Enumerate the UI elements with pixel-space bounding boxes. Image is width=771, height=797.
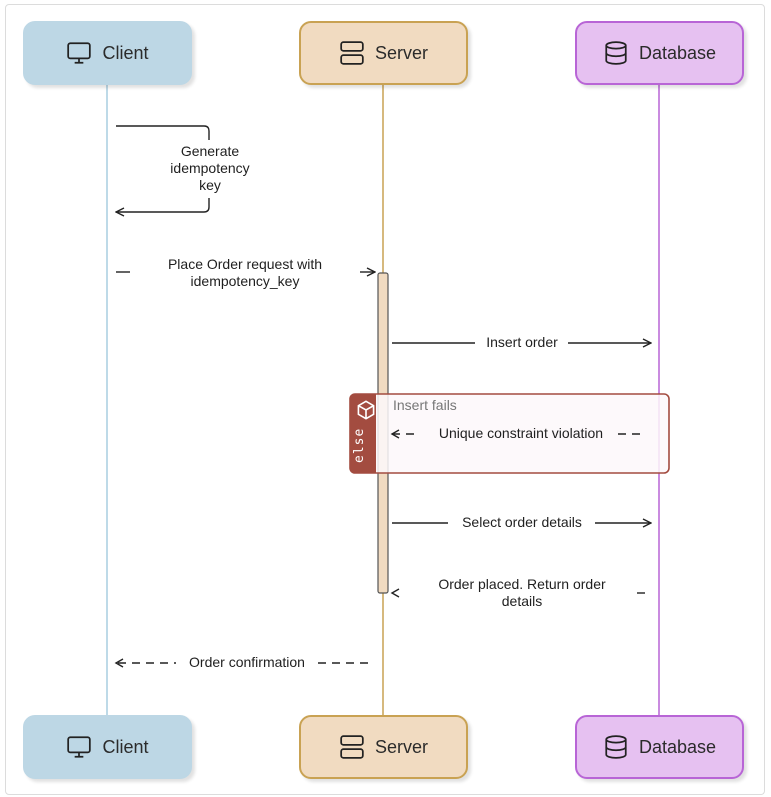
actor-server-top[interactable]: Server bbox=[299, 21, 468, 85]
unique-violation-arrowhead bbox=[390, 429, 400, 439]
message-label-order-placed: Order placed. Return order details bbox=[415, 576, 629, 610]
message-label-select-order: Select order details bbox=[450, 514, 594, 531]
actor-label: Client bbox=[102, 42, 149, 63]
confirmation-arrowhead bbox=[114, 658, 124, 668]
server-icon bbox=[339, 734, 365, 760]
label-line: Order placed. Return order bbox=[438, 576, 606, 592]
actor-label: Database bbox=[638, 42, 717, 63]
monitor-icon bbox=[66, 734, 92, 760]
actor-label: Database bbox=[638, 736, 717, 757]
label-line: idempotency_key bbox=[190, 273, 300, 289]
message-label-generate-key: Generate idempotency key bbox=[158, 143, 262, 194]
database-icon bbox=[603, 40, 629, 66]
actor-database-top[interactable]: Database bbox=[575, 21, 744, 85]
actor-label: Client bbox=[102, 736, 149, 757]
label-line: key bbox=[199, 177, 221, 193]
else-fragment-tag bbox=[350, 394, 376, 473]
cube-icon bbox=[357, 400, 375, 420]
order-placed-arrowhead bbox=[390, 588, 400, 598]
label-line: Place Order request with bbox=[167, 256, 323, 272]
actor-client-top[interactable]: Client bbox=[23, 21, 192, 85]
actor-label: Server bbox=[374, 42, 428, 63]
actor-label: Server bbox=[374, 736, 428, 757]
message-label-unique-violation: Unique constraint violation bbox=[438, 425, 604, 441]
server-icon bbox=[339, 40, 365, 66]
message-label-insert-order: Insert order bbox=[478, 334, 566, 351]
message-label-place-order: Place Order request with idempotency_key bbox=[140, 256, 350, 290]
database-icon bbox=[603, 734, 629, 760]
actor-server-bottom[interactable]: Server bbox=[299, 715, 468, 779]
else-operator-label: else bbox=[352, 427, 367, 463]
message-label-order-confirmation: Order confirmation bbox=[178, 654, 316, 671]
label-line: details bbox=[501, 593, 543, 609]
self-message-arrow bbox=[116, 125, 210, 212]
actor-client-bottom[interactable]: Client bbox=[23, 715, 192, 779]
fragment-condition: Insert fails bbox=[393, 397, 457, 413]
label-line: Generate bbox=[180, 143, 240, 159]
label-line: idempotency bbox=[170, 160, 250, 176]
monitor-icon bbox=[66, 40, 92, 66]
actor-database-bottom[interactable]: Database bbox=[575, 715, 744, 779]
